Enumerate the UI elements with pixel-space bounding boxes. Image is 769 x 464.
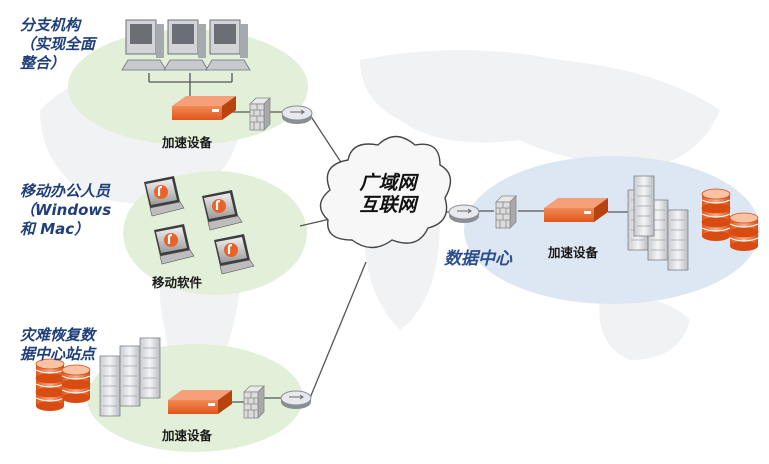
mobile-title-line2: （Windows [20, 201, 112, 219]
branch-title-line3: 整合） [20, 54, 66, 72]
branch-device-label: 加速设备 [162, 135, 213, 150]
firewall-icon [495, 195, 517, 229]
mobile-title-line3: 和 Mac） [20, 220, 90, 238]
mobile-software-label: 移动软件 [152, 275, 203, 290]
firewall-icon [249, 97, 271, 131]
branch-title-line1: 分支机构 [20, 16, 81, 34]
desktop-computer-icon [163, 19, 209, 71]
acceleration-appliance-icon [168, 390, 232, 414]
dr-title-line2: 据中心站点 [20, 345, 96, 363]
branch-title-line2: （实现全面 [20, 35, 96, 53]
dr-title: 灾难恢复数 据中心站点 [20, 326, 95, 364]
datacenter-label: 数据中心 [444, 249, 512, 269]
datacenter-device-label: 加速设备 [548, 245, 599, 260]
wan-label-line2: 互联网 [359, 194, 417, 216]
router-icon [281, 105, 313, 125]
mobile-title: 移动办公人员 （Windows 和 Mac） [20, 182, 111, 239]
server-icon [99, 355, 121, 417]
wan-cloud-icon [319, 135, 452, 249]
router-icon [448, 204, 480, 224]
storage-disk-icon [61, 364, 91, 390]
acceleration-appliance-icon [544, 198, 608, 222]
desktop-computer-icon [205, 19, 251, 71]
wan-label-line1: 广域网 [359, 172, 417, 194]
dr-device-label: 加速设备 [162, 428, 213, 443]
desktop-computer-icon [121, 19, 167, 71]
wan-label: 广域网 互联网 [340, 172, 436, 216]
server-icon [139, 337, 161, 399]
router-icon [280, 390, 312, 410]
storage-disk-icon [729, 212, 759, 238]
server-icon [119, 345, 141, 407]
firewall-icon [243, 385, 265, 419]
branch-title: 分支机构 （实现全面 整合） [20, 16, 95, 73]
server-icon [633, 175, 655, 237]
mobile-title-line1: 移动办公人员 [20, 182, 111, 200]
dr-title-line1: 灾难恢复数 [20, 326, 96, 344]
server-icon [667, 209, 689, 271]
storage-disk-icon [701, 188, 731, 214]
acceleration-appliance-icon [172, 96, 236, 120]
